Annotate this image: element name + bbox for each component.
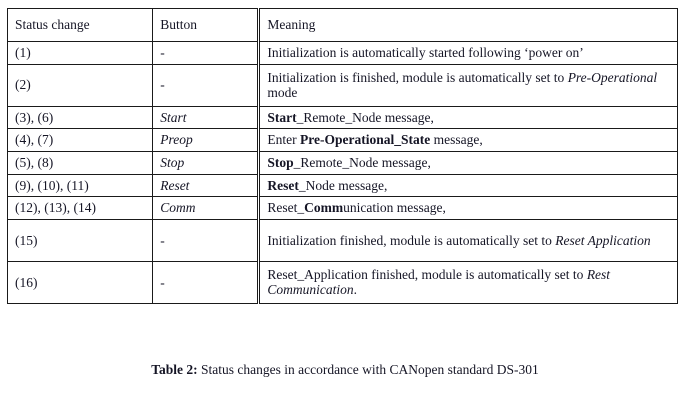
meaning-text-run: message, bbox=[430, 132, 483, 148]
cell-button: Preop bbox=[152, 128, 260, 152]
meaning-text-run: Pre-Operational_State bbox=[299, 132, 431, 148]
meaning-text-run: Reset_Application finished, module is au… bbox=[267, 266, 587, 282]
cell-status-change: (1) bbox=[6, 41, 154, 65]
cell-button: Reset bbox=[152, 173, 260, 198]
table-body: (1)-Initialization is automatically star… bbox=[6, 41, 678, 304]
cell-button-none: - bbox=[152, 41, 260, 65]
status-change-table-container: Status change Button Meaning (1)-Initial… bbox=[6, 8, 678, 304]
meaning-text-run: Enter bbox=[267, 132, 300, 148]
cell-meaning: Stop_Remote_Node message, bbox=[257, 150, 678, 175]
table-header: Status change Button Meaning bbox=[6, 8, 678, 42]
cell-status-change: (2) bbox=[6, 63, 154, 107]
cell-button: Start bbox=[152, 105, 260, 130]
meaning-text-run: Stop bbox=[267, 154, 294, 170]
cell-meaning: Initialization finished, module is autom… bbox=[257, 218, 678, 262]
column-header-status-change: Status change bbox=[6, 8, 154, 42]
cell-meaning: Start_Remote_Node message, bbox=[257, 105, 678, 130]
meaning-text-run: Reset Application bbox=[555, 232, 651, 248]
cell-status-change: (4), (7) bbox=[6, 128, 154, 152]
table-row: (1)-Initialization is automatically star… bbox=[6, 41, 678, 65]
column-header-meaning: Meaning bbox=[257, 8, 678, 42]
meaning-text-run: _Remote_Node message, bbox=[296, 109, 434, 125]
table-row: (15)-Initialization finished, module is … bbox=[6, 218, 678, 262]
cell-meaning: Reset_Node message, bbox=[257, 173, 678, 198]
meaning-text-run: mode bbox=[267, 85, 298, 101]
cell-meaning: Reset_Communication message, bbox=[257, 196, 678, 220]
meaning-text-run: unication message, bbox=[343, 200, 446, 216]
column-header-button: Button bbox=[152, 8, 260, 42]
cell-meaning: Initialization is finished, module is au… bbox=[257, 63, 678, 107]
table-row: (16)-Reset_Application finished, module … bbox=[6, 260, 678, 304]
cell-button: Stop bbox=[152, 150, 260, 175]
meaning-text-run: Rest Communication bbox=[267, 266, 611, 298]
meaning-text-run: Reset_ bbox=[267, 200, 305, 216]
meaning-text-run: Initialization finished, module is autom… bbox=[267, 232, 556, 248]
cell-button-none: - bbox=[152, 63, 260, 107]
cell-status-change: (16) bbox=[6, 260, 154, 304]
meaning-text-run: . bbox=[353, 282, 357, 298]
status-change-table: Status change Button Meaning (1)-Initial… bbox=[6, 8, 678, 304]
meaning-text-run: Pre-Operational bbox=[567, 69, 658, 85]
cell-status-change: (12), (13), (14) bbox=[6, 196, 154, 220]
meaning-text-run: _Node message, bbox=[298, 177, 388, 193]
table-header-row: Status change Button Meaning bbox=[6, 8, 678, 42]
cell-button: Comm bbox=[152, 196, 260, 220]
caption-text: Status changes in accordance with CANope… bbox=[197, 362, 539, 377]
cell-meaning: Reset_Application finished, module is au… bbox=[257, 260, 678, 304]
meaning-text-run: _Remote_Node message, bbox=[293, 154, 431, 170]
meaning-text-run: Comm bbox=[304, 200, 344, 216]
cell-meaning: Initialization is automatically started … bbox=[257, 41, 678, 65]
cell-status-change: (5), (8) bbox=[6, 150, 154, 175]
cell-button-none: - bbox=[152, 218, 260, 262]
meaning-text-run: Reset bbox=[267, 177, 299, 193]
cell-meaning: Enter Pre-Operational_State message, bbox=[257, 128, 678, 152]
cell-status-change: (3), (6) bbox=[6, 105, 154, 130]
meaning-text-run: Initialization is finished, module is au… bbox=[267, 69, 568, 85]
caption-label: Table 2: bbox=[151, 362, 198, 377]
cell-button-none: - bbox=[152, 260, 260, 304]
cell-status-change: (15) bbox=[6, 218, 154, 262]
meaning-text-run: Start bbox=[267, 109, 297, 125]
table-row: (2)-Initialization is finished, module i… bbox=[6, 63, 678, 107]
cell-status-change: (9), (10), (11) bbox=[6, 173, 154, 198]
table-caption: Table 2: Status changes in accordance wi… bbox=[0, 362, 690, 378]
meaning-text-run: Initialization is automatically started … bbox=[267, 45, 584, 60]
